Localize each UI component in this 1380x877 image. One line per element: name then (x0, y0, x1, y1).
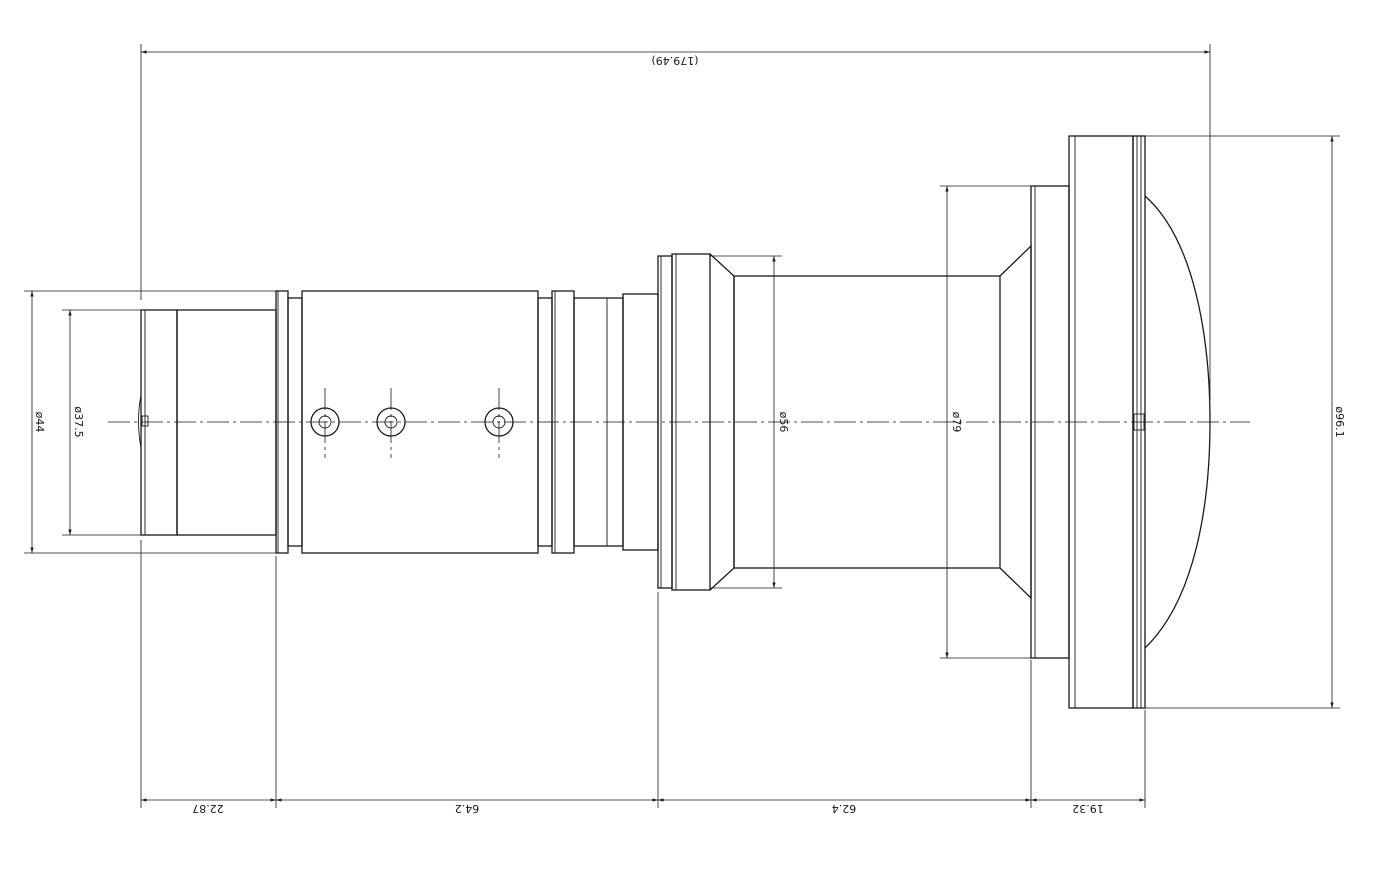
dim-seg-3-label: 62.4 (832, 802, 857, 815)
screw-hole-2 (376, 388, 406, 458)
dim-dia-79-label: ø79 (950, 412, 963, 433)
dim-overall-length: (179.49) (140, 44, 1211, 400)
dim-dia-37-5-label: ø37.5 (72, 406, 85, 437)
dim-dia-96-1-label: ø96.1 (1333, 406, 1346, 437)
dim-overall-length-label: (179.49) (651, 54, 698, 67)
dim-dia-37-5: ø37.5 (62, 309, 141, 536)
screw-hole-1 (310, 388, 340, 458)
screw-hole-3 (484, 388, 514, 458)
dim-dia-44-label: ø44 (33, 412, 46, 433)
dim-bottom-segments: 22.87 64.2 62.4 19.32 (140, 540, 1146, 815)
dim-dia-56-label: ø56 (777, 412, 790, 433)
dim-seg-4-label: 19.32 (1072, 802, 1104, 815)
dim-dia-79: ø79 (940, 185, 1031, 659)
dim-dia-44: ø44 (24, 290, 276, 554)
dim-dia-96-1: ø96.1 (1145, 135, 1346, 709)
dim-seg-2-label: 64.2 (455, 802, 480, 815)
dim-dia-56: ø56 (710, 255, 790, 589)
rear-mount (138, 309, 277, 536)
dim-seg-1-label: 22.87 (192, 802, 224, 815)
